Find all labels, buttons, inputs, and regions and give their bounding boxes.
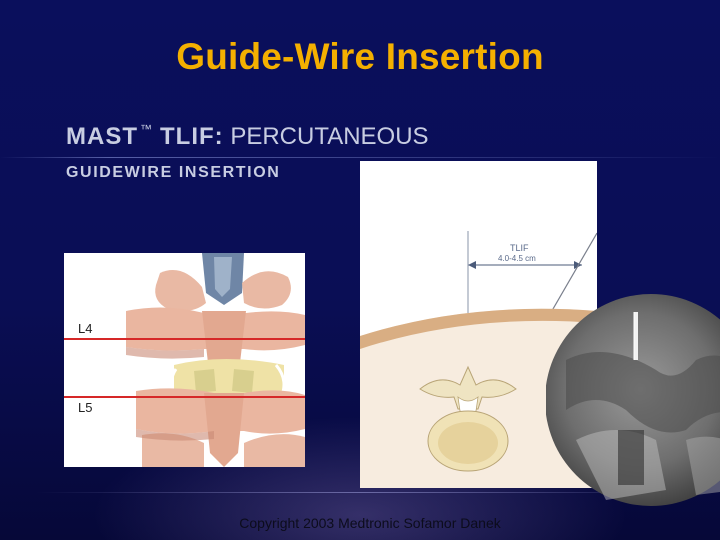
subtitle-mast: MAST [66,123,138,150]
level-label-l5: L5 [78,400,92,415]
background-streak [0,492,720,493]
fluoroscopy-image [545,290,720,510]
vertebra-posterior-elements [419,365,517,410]
level-label-l4: L4 [78,321,92,336]
slide-subtitle-line2: GUIDEWIRE INSERTION [66,164,281,181]
tlif-distance-label: 4.0-4.5 cm [498,254,536,263]
axial-drawing: TLIF 4.0-4.5 cm [360,231,597,488]
fluoroscopy-drawing [545,294,720,506]
copyright-notice: Copyright 2003 Medtronic Sofamor Danek [239,515,501,531]
trademark-symbol: ™ [140,122,152,136]
spine-drawing: L4 L5 [64,253,305,467]
background-streak [0,157,720,158]
skin-layer [360,308,597,349]
tlif-label: TLIF [510,243,529,253]
subtitle-rest: PERCUTANEOUS [230,123,429,150]
spine-posterior-illustration: L4 L5 [64,253,305,467]
slide-title: Guide-Wire Insertion [176,36,544,77]
subtitle-tlif: TLIF: [160,123,224,150]
